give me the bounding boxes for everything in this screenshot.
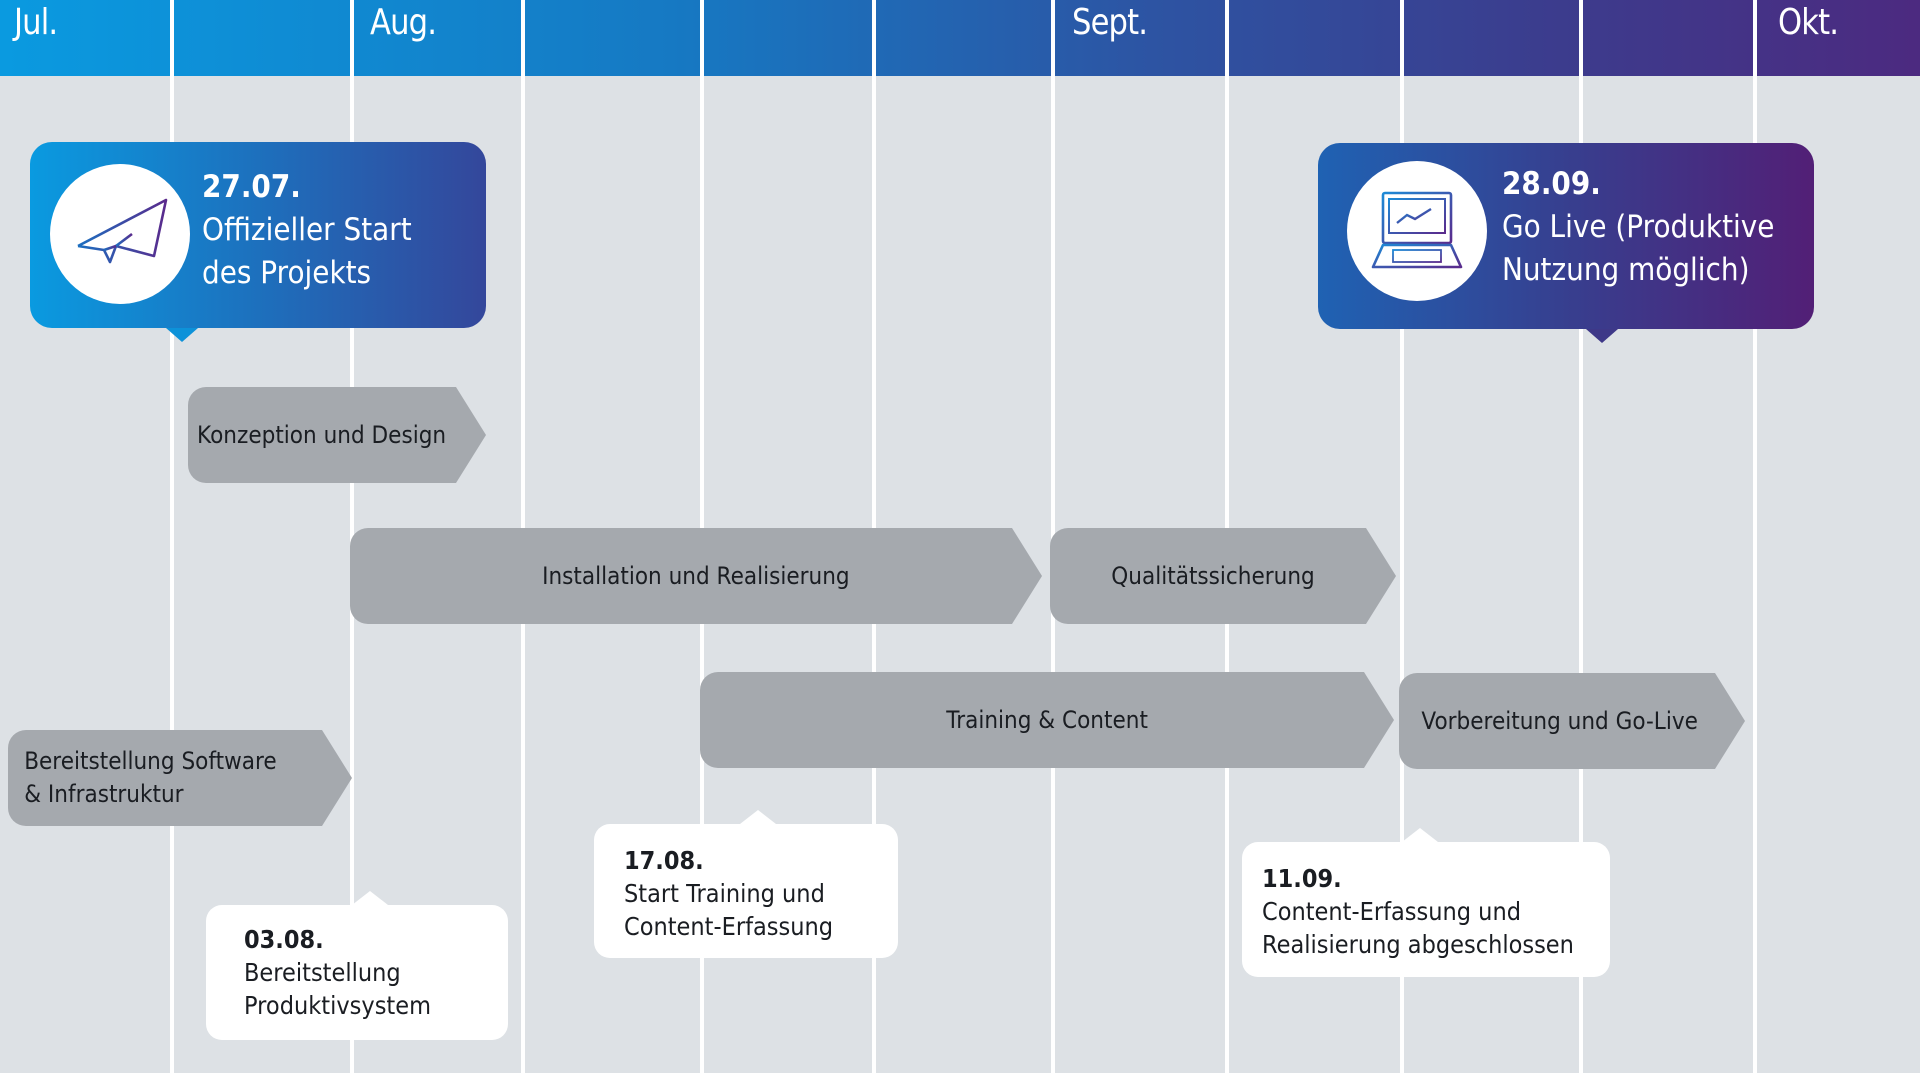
milestone-date: 27.07. — [202, 169, 301, 205]
milestone-text: 17.08. Start Training und Content-Erfass… — [624, 844, 833, 943]
milestone-description-line: Content-Erfassung und — [1262, 897, 1521, 926]
milestone-start-training: 17.08. Start Training und Content-Erfass… — [594, 810, 898, 958]
milestone-description-line: Realisierung abgeschlossen — [1262, 930, 1574, 959]
callout-pointer — [740, 810, 776, 824]
phase-label-line: Bereitstellung Software — [24, 747, 277, 775]
month-label-aug: Aug. — [370, 2, 437, 43]
phase-label: Vorbereitung und Go-Live — [1421, 706, 1699, 735]
timeline-header: Jul. Aug. Sept. Okt. — [0, 0, 1920, 76]
month-label-sept: Sept. — [1072, 2, 1148, 43]
callout-pointer — [166, 328, 198, 342]
callout-pointer — [352, 891, 388, 905]
milestone-text: 11.09. Content-Erfassung und Realisierun… — [1262, 862, 1574, 961]
milestone-description-line: Go Live (Produktive — [1502, 209, 1775, 245]
milestone-date: 28.09. — [1502, 166, 1601, 202]
milestone-description-line: des Projekts — [202, 255, 372, 291]
month-label-jul: Jul. — [14, 2, 58, 43]
phase-label: Qualitätssicherung — [1111, 561, 1315, 590]
week-gridline — [1753, 0, 1757, 1073]
phase-label: Konzeption und Design — [197, 420, 447, 449]
callout-pointer — [1402, 828, 1438, 842]
phase-label: Installation und Realisierung — [542, 561, 850, 590]
phase-bereitstellung-software: Bereitstellung Software & Infrastruktur — [8, 730, 352, 826]
milestone-text: 03.08. Bereitstellung Produktivsystem — [244, 923, 431, 1022]
milestone-date: 03.08. — [244, 925, 324, 954]
week-gridline — [1579, 0, 1583, 1073]
milestone-date: 11.09. — [1262, 864, 1342, 893]
milestone-content-erfassung-abgeschlossen: 11.09. Content-Erfassung und Realisierun… — [1242, 828, 1610, 977]
phase-label-line: & Infrastruktur — [24, 780, 184, 808]
milestone-text: 28.09. Go Live (Produktive Nutzung mögli… — [1502, 163, 1774, 292]
milestone-description-line: Offizieller Start — [202, 212, 412, 248]
milestone-description-line: Nutzung möglich) — [1502, 252, 1750, 288]
paper-plane-icon — [77, 198, 168, 264]
milestone-description-line: Produktivsystem — [244, 991, 432, 1020]
milestone-description-line: Bereitstellung — [244, 958, 401, 987]
milestone-description-line: Start Training und — [624, 879, 825, 908]
milestone-go-live: 28.09. Go Live (Produktive Nutzung mögli… — [1318, 143, 1814, 343]
month-label-okt: Okt. — [1778, 2, 1839, 43]
week-gridline — [170, 0, 174, 1073]
icon-circle — [50, 164, 190, 304]
laptop-chart-icon — [1371, 191, 1463, 269]
phase-konzeption-design: Konzeption und Design — [188, 387, 486, 483]
milestone-text: 27.07. Offizieller Start des Projekts — [202, 166, 412, 295]
phase-vorbereitung-go-live: Vorbereitung und Go-Live — [1399, 673, 1745, 769]
phase-qualitaetssicherung: Qualitätssicherung — [1050, 528, 1396, 624]
callout-pointer — [1586, 329, 1618, 343]
milestone-project-start: 27.07. Offizieller Start des Projekts — [30, 142, 486, 342]
milestone-bereitstellung-produktivsystem: 03.08. Bereitstellung Produktivsystem — [206, 891, 508, 1040]
phase-label: Bereitstellung Software & Infrastruktur — [8, 745, 277, 811]
phase-training-content: Training & Content — [700, 672, 1394, 768]
phase-label: Training & Content — [946, 705, 1148, 734]
phase-installation-realisierung: Installation und Realisierung — [350, 528, 1042, 624]
milestone-date: 17.08. — [624, 846, 704, 875]
icon-circle — [1347, 161, 1487, 301]
milestone-description-line: Content-Erfassung — [624, 912, 834, 941]
week-gridline — [1400, 0, 1404, 1073]
